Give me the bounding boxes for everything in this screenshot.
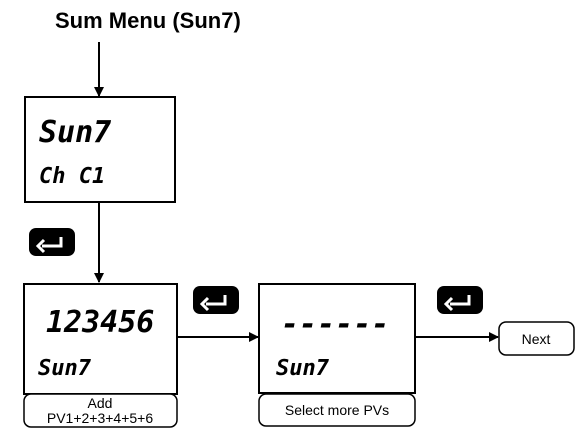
enter-icon (437, 286, 483, 314)
next-box: Next (498, 321, 575, 356)
caption-select: Select more PVs (258, 393, 416, 427)
display-top-line2: Ch C1 (39, 164, 105, 189)
caption-add-line2: PV1+2+3+4+5+6 (47, 410, 153, 426)
display-add-line2: Sun7 (38, 356, 92, 381)
display-select-line1: ------ (281, 307, 389, 342)
caption-add-line1: Add (88, 395, 113, 411)
display-top: Sun7 Ch C1 (24, 96, 176, 203)
display-add-line1: 123456 (46, 305, 154, 340)
diagram-title: Sum Menu (Sun7) (55, 8, 241, 33)
display-select: ------ Sun7 (258, 283, 416, 394)
display-add: 123456 Sun7 (23, 283, 178, 395)
caption-add: Add PV1+2+3+4+5+6 (23, 393, 178, 428)
enter-icon (29, 228, 75, 256)
caption-select-text: Select more PVs (285, 402, 389, 418)
display-select-line2: Sun7 (276, 356, 330, 381)
enter-icon (193, 286, 239, 314)
next-label: Next (522, 331, 551, 347)
display-top-line1: Sun7 (39, 115, 111, 150)
